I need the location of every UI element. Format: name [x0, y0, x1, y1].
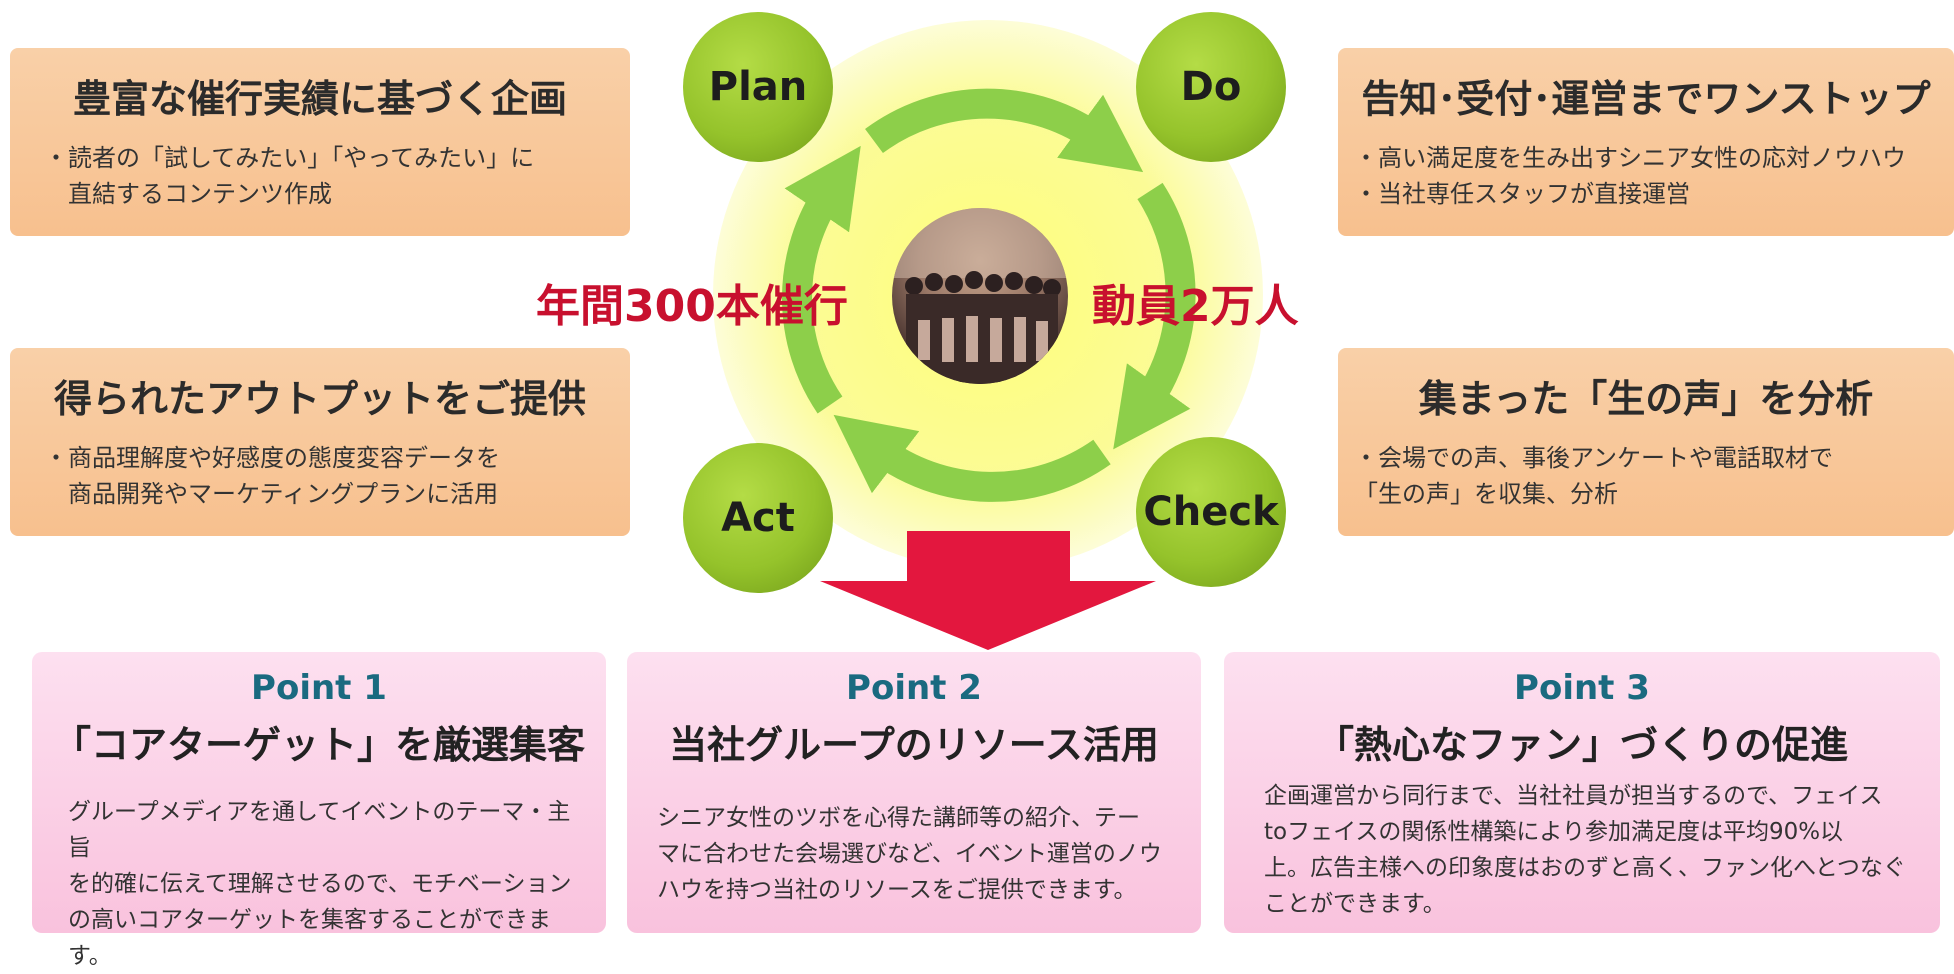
- point-3-card: Point 3 「熱心なファン」づくりの促進 企画運営から同行まで、当社社員が担…: [1224, 652, 1940, 933]
- do-ball: Do: [1136, 12, 1286, 162]
- point-2-line: シニア女性のツボを心得た講師等の紹介、テー: [657, 805, 1140, 831]
- act-info-body: ・商品理解度や好感度の態度変容データを 商品開発やマーケティングプランに活用: [44, 440, 500, 512]
- act-info-line: 商品開発やマーケティングプランに活用: [44, 480, 499, 508]
- point-2-line: ハウを持つ当社のリソースをご提供できます。: [657, 877, 1137, 903]
- act-info-line: ・商品理解度や好感度の態度変容データを: [44, 444, 500, 472]
- act-label: Act: [721, 495, 795, 541]
- plan-info-body: ・読者の「試してみたい」「やってみたい」に 直結するコンテンツ作成: [44, 140, 534, 212]
- check-info-line: 「生の声」を収集、分析: [1354, 480, 1618, 508]
- check-label: Check: [1143, 489, 1279, 535]
- plan-info-title: 豊富な催行実績に基づく企画: [72, 77, 567, 121]
- point-2-card: Point 2 当社グループのリソース活用 シニア女性のツボを心得た講師等の紹介…: [627, 652, 1201, 933]
- point-2-subtitle: 当社グループのリソース活用: [669, 723, 1159, 767]
- plan-info-line: ・読者の「試してみたい」「やってみたい」に: [44, 144, 535, 172]
- point-3-body: 企画運営から同行まで、当社社員が担当するので、フェイス toフェイスの関係性構築…: [1264, 778, 1920, 922]
- check-info-body: ・会場での声、事後アンケートや電話取材で 「生の声」を収集、分析: [1354, 440, 1833, 512]
- point-1-body: グループメディアを通してイベントのテーマ・主旨 を的確に伝えて理解させるので、モ…: [68, 794, 586, 974]
- plan-ball: Plan: [683, 12, 833, 162]
- plan-info-line: 直結するコンテンツ作成: [44, 180, 332, 208]
- plan-label: Plan: [708, 64, 808, 110]
- point-3-title: Point 3: [1514, 668, 1650, 708]
- plan-info-box: 豊富な催行実績に基づく企画 ・読者の「試してみたい」「やってみたい」に 直結する…: [10, 48, 630, 236]
- point-3-subtitle: 「熱心なファン」づくりの促進: [1315, 723, 1848, 767]
- annual-events-stat: 年間300本催行: [536, 281, 848, 332]
- do-info-box: 告知･受付･運営までワンストップ ・高い満足度を生み出すシニア女性の応対ノウハウ…: [1338, 48, 1954, 236]
- arrow-do-to-check: [1113, 182, 1196, 450]
- act-ball: Act: [683, 443, 833, 593]
- point-2-title: Point 2: [846, 668, 982, 708]
- do-info-line: ・当社専任スタッフが直接運営: [1354, 180, 1690, 208]
- point-1-line: の高いコアターゲットを集客することができます。: [68, 907, 551, 969]
- check-info-title: 集まった「生の声」を分析: [1418, 377, 1874, 421]
- arrow-check-to-act: [833, 414, 1111, 502]
- point-3-line: ことができます。: [1264, 891, 1446, 917]
- point-1-card: Point 1 「コアターゲット」を厳選集客 グループメディアを通してイベントの…: [32, 652, 606, 969]
- do-info-title: 告知･受付･運営までワンストップ: [1361, 77, 1931, 121]
- check-info-line: ・会場での声、事後アンケートや電話取材で: [1354, 444, 1834, 472]
- point-1-title: Point 1: [251, 668, 387, 708]
- point-3-line: 上。広告主様への印象度はおのずと高く、ファン化へとつなぐ: [1264, 855, 1906, 881]
- act-info-box: 得られたアウトプットをご提供 ・商品理解度や好感度の態度変容データを 商品開発や…: [10, 348, 630, 536]
- check-ball: Check: [1136, 437, 1286, 587]
- check-info-box: 集まった「生の声」を分析 ・会場での声、事後アンケートや電話取材で 「生の声」を…: [1338, 348, 1954, 536]
- down-arrow: [820, 531, 1156, 650]
- arrow-plan-to-do: [865, 88, 1144, 173]
- point-2-line: マに合わせた会場選びなど、イベント運営のノウ: [657, 841, 1162, 867]
- point-3-line: 企画運営から同行まで、当社社員が担当するので、フェイス: [1264, 783, 1883, 809]
- crowd-figures-icon: [892, 208, 1068, 384]
- arrow-act-to-plan: [782, 145, 861, 414]
- act-info-title: 得られたアウトプットをご提供: [53, 377, 586, 421]
- point-3-line: toフェイスの関係性構築により参加満足度は平均90%以: [1264, 819, 1844, 845]
- do-info-line: ・高い満足度を生み出すシニア女性の応対ノウハウ: [1354, 144, 1906, 172]
- point-1-line: グループメディアを通してイベントのテーマ・主旨: [68, 799, 571, 861]
- attendance-stat: 動員2万人: [1092, 281, 1299, 332]
- cycle-arrows: [782, 88, 1196, 502]
- point-1-line: を的確に伝えて理解させるので、モチベーション: [68, 871, 572, 897]
- do-info-body: ・高い満足度を生み出すシニア女性の応対ノウハウ ・当社専任スタッフが直接運営: [1354, 140, 1906, 212]
- group-photo: [892, 208, 1068, 384]
- point-1-subtitle: 「コアターゲット」を厳選集客: [52, 723, 585, 767]
- point-2-body: シニア女性のツボを心得た講師等の紹介、テー マに合わせた会場選びなど、イベント運…: [657, 800, 1181, 908]
- do-label: Do: [1180, 64, 1242, 110]
